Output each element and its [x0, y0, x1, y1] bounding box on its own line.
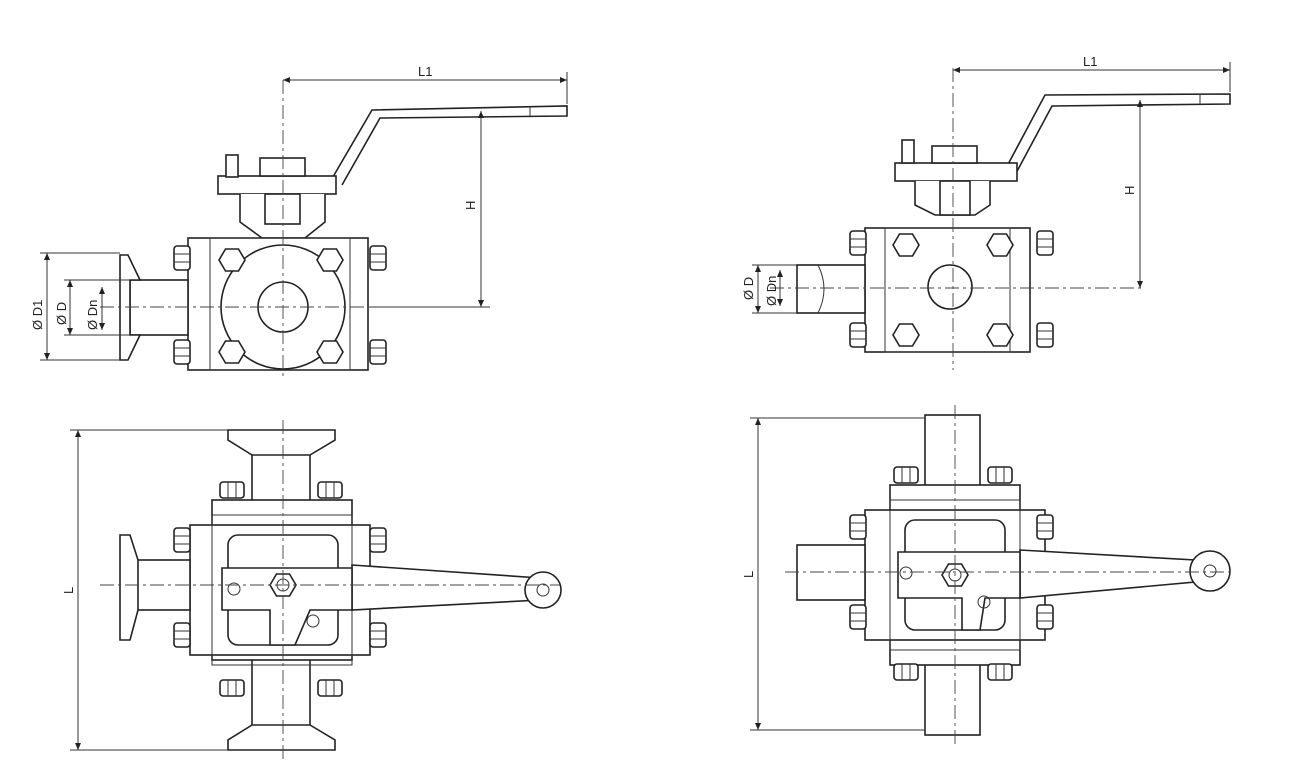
left-front-view: L1 H Ø D1 Ø D Ø Dn: [30, 64, 568, 380]
handle-lever: [351, 564, 541, 611]
dim-l: L: [741, 571, 756, 578]
pipe-end: [129, 279, 189, 336]
dim-d1: Ø D1: [30, 300, 45, 330]
pipe-end: [796, 264, 866, 314]
dim-d: Ø D: [741, 277, 756, 300]
stop-pin: [225, 154, 239, 178]
bore: [927, 264, 973, 310]
handle-lever: [1019, 549, 1196, 599]
right-top-view: L: [741, 405, 1231, 745]
dim-h: H: [1122, 186, 1137, 195]
mounting-plate: [217, 175, 337, 195]
dim-l1: L1: [1083, 54, 1097, 69]
handle-lever: [329, 105, 568, 186]
mounting-plate: [894, 162, 1018, 182]
dim-h: H: [463, 201, 478, 210]
dim-l1: L1: [418, 64, 432, 79]
dim-dn: Ø Dn: [85, 300, 100, 330]
handle-lever: [1004, 93, 1231, 176]
stem-nut: [259, 157, 306, 177]
dim-d: Ø D: [54, 302, 69, 325]
dim-dn: Ø Dn: [764, 276, 779, 306]
right-front-view: L1 H Ø D Ø Dn: [741, 54, 1231, 370]
dim-l: L: [61, 587, 76, 594]
left-top-view: L: [61, 420, 562, 760]
